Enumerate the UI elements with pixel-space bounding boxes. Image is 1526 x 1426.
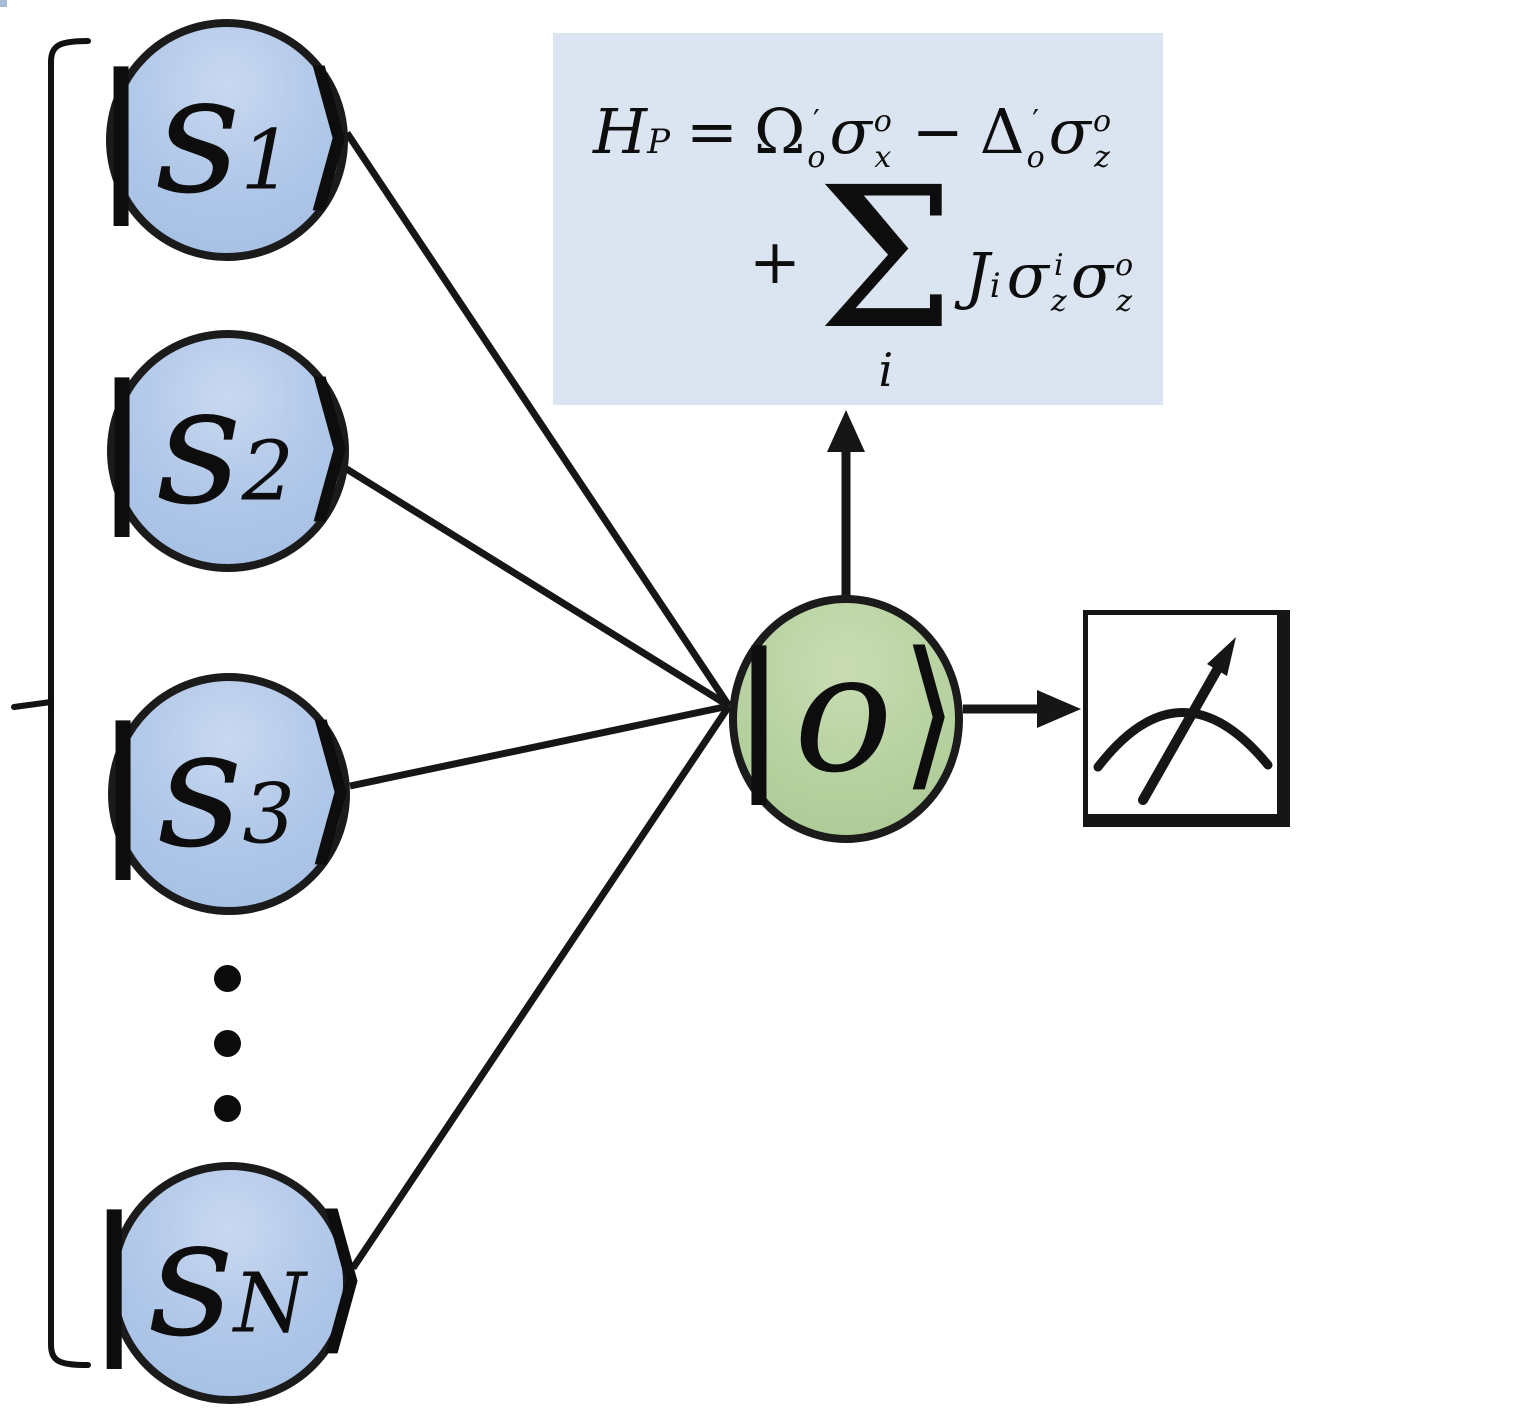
- ensemble-bracket: [11, 38, 91, 1368]
- equals-sign: =: [686, 95, 738, 168]
- coupling-line-s3: [349, 702, 730, 790]
- ket-rangle: ⟩: [313, 1182, 371, 1372]
- coupling-lines: [343, 131, 732, 1270]
- coupling-line-s1: [344, 131, 732, 708]
- ellipsis-dot: [214, 1095, 241, 1122]
- ellipsis-dot: [214, 965, 241, 992]
- ket-bar: |: [98, 694, 148, 881]
- ellipsis-dot: [214, 1030, 241, 1057]
- ket-rangle: ⟩: [301, 350, 359, 540]
- right-arrowhead-icon: [1037, 690, 1081, 728]
- minus-sign: −: [911, 95, 964, 168]
- ket-bar: |: [96, 40, 146, 227]
- ket-rangle: ⟩: [300, 39, 358, 229]
- up-arrowhead-icon: [827, 410, 865, 452]
- output-node-o: |o⟩: [729, 595, 963, 843]
- hamiltonian-arrow: [827, 410, 865, 598]
- ket-bar: |: [89, 1183, 139, 1370]
- summation-symbol: Σ i: [816, 145, 955, 397]
- measurement-box: [1083, 610, 1290, 827]
- ket-rangle: ⟩: [302, 693, 360, 883]
- bracket-mid-tick: [11, 699, 54, 710]
- coupling-line-s2: [343, 465, 731, 709]
- ket-rangle: ⟩: [901, 618, 958, 808]
- ket-bar: |: [97, 351, 147, 538]
- node-label-o: |o⟩: [734, 616, 958, 809]
- ket-bar: |: [734, 619, 784, 806]
- corner-artifact: [0, 0, 7, 7]
- plus-sign: +: [749, 225, 801, 298]
- coupling-line-sN: [350, 704, 732, 1270]
- measurement-gauge-icon: [1093, 637, 1273, 805]
- measure-arrow: [963, 690, 1081, 728]
